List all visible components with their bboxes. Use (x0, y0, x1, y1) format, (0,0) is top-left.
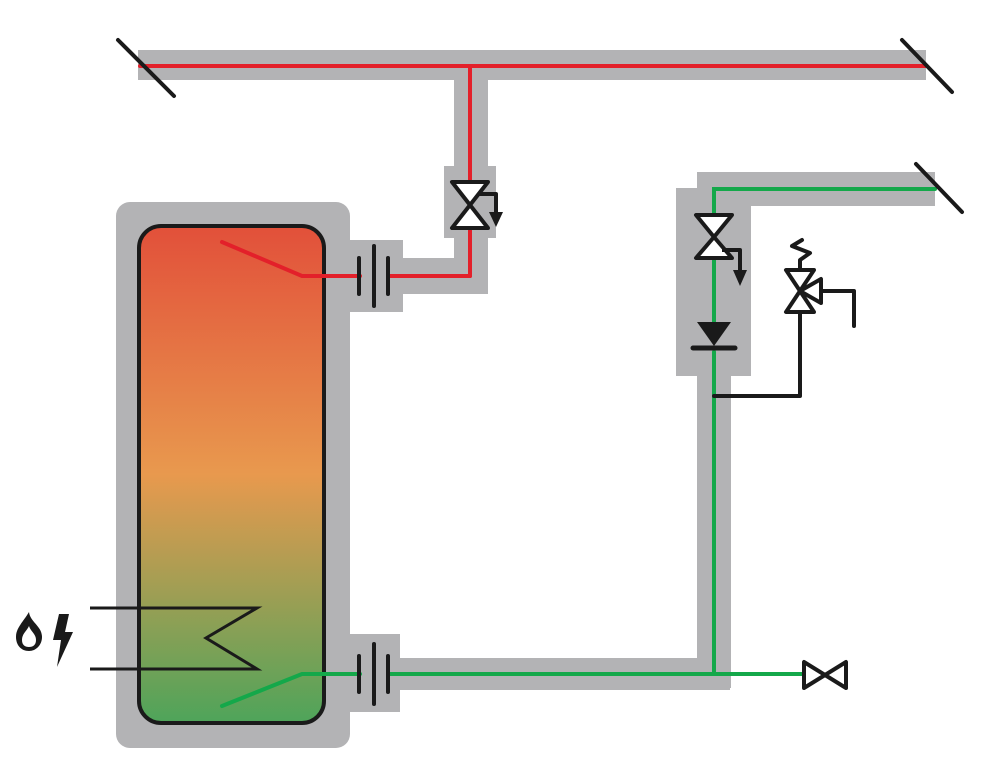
tank-icon (137, 224, 326, 725)
valve-arrow-icon (489, 212, 503, 227)
pipe-break-cold-icon (914, 162, 964, 214)
flange-connector-icon (357, 642, 390, 706)
flame-icon (16, 612, 42, 651)
safety-valve-icon (712, 238, 856, 398)
pipe-break-right-icon (900, 38, 954, 94)
drain-valve-icon (802, 660, 848, 690)
heat-exchanger-coil-icon (90, 606, 263, 671)
check-valve-icon (690, 322, 738, 351)
gate-valve-icon (694, 213, 742, 272)
cold-water-line (220, 187, 937, 708)
lightning-icon (53, 614, 73, 667)
hot-water-line (138, 64, 928, 278)
gate-valve-icon (450, 180, 498, 230)
flange-connector-icon (357, 244, 390, 308)
pipe-break-left-icon (116, 38, 176, 98)
valve-arrow-icon (733, 270, 747, 286)
